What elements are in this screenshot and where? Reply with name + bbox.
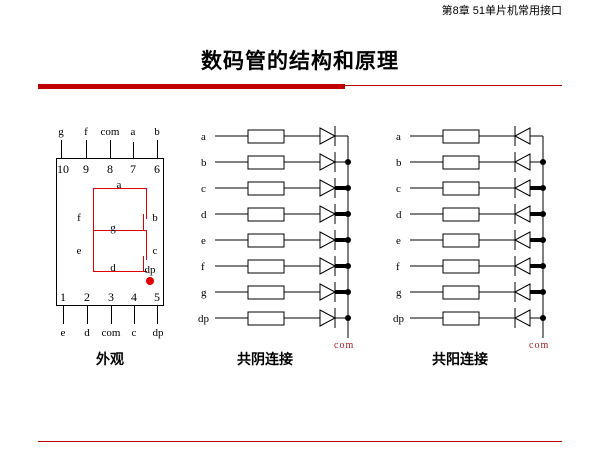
bottom-pin-number-5: 5 (154, 290, 160, 304)
caption-package: 外观 (96, 353, 124, 368)
caption-common-anode: 共阳连接 (432, 353, 488, 368)
bottom-pin-label-d: d (84, 327, 90, 339)
bottom-pin-number-4: 4 (131, 290, 137, 304)
top-pin-lead-6 (157, 140, 158, 158)
segment-d (93, 271, 147, 272)
ca-row-label-g: g (396, 287, 402, 299)
bottom-pin-label-com: com (101, 327, 121, 339)
segment-label-c: c (152, 245, 158, 257)
segment-g (93, 230, 147, 231)
bottom-pin-lead-1 (63, 306, 64, 324)
decimal-point-dot (146, 277, 154, 285)
segment-label-e: e (76, 245, 82, 257)
ca-row-label-c: c (396, 183, 401, 195)
cc-row-label-d: d (201, 209, 207, 221)
top-pin-label-b: b (154, 126, 160, 138)
cc-row-label-dp: dp (198, 313, 209, 325)
segment-label-f: f (77, 212, 81, 224)
cc-row-label-g: g (201, 287, 207, 299)
title-underline-thick (38, 84, 345, 89)
ca-row-label-a: a (396, 131, 401, 143)
top-pin-lead-9 (86, 140, 87, 158)
segment-label-b: b (152, 212, 158, 224)
bottom-pin-lead-4 (134, 306, 135, 324)
top-pin-lead-8 (110, 140, 111, 158)
top-pin-label-g: g (58, 126, 64, 138)
cc-row-label-b: b (201, 157, 207, 169)
package-body (56, 158, 164, 306)
top-pin-number-10: 10 (57, 162, 69, 176)
cc-row-label-e: e (201, 235, 206, 247)
segment-label-g: g (110, 222, 116, 234)
ca-bus-label: com (529, 340, 550, 351)
ca-row-label-b: b (396, 157, 402, 169)
slide-header: 第8章 51单片机常用接口 (441, 5, 562, 17)
segment-b-upper (146, 188, 147, 219)
bottom-pin-number-2: 2 (84, 290, 90, 304)
bottom-pin-label-dp: dp (152, 327, 164, 339)
footer-rule (38, 441, 562, 442)
bottom-pin-number-1: 1 (60, 290, 66, 304)
top-pin-label-a: a (130, 126, 136, 138)
segment-b-lower (143, 214, 144, 230)
caption-common-cathode: 共阴连接 (237, 353, 293, 368)
cc-row-label-f: f (201, 261, 205, 273)
segment-a (93, 188, 147, 189)
segment-c-lower (143, 256, 144, 272)
segment-label-dp: dp (144, 264, 156, 276)
top-pin-lead-10 (61, 140, 62, 158)
top-pin-label-f: f (84, 126, 88, 138)
cc-row-label-a: a (201, 131, 206, 143)
segment-label-d: d (110, 262, 116, 274)
page-title: 数码管的结构和原理 (201, 49, 399, 73)
segment-label-a: a (116, 179, 122, 191)
bottom-pin-label-e: e (60, 327, 66, 339)
ca-row-label-f: f (396, 261, 400, 273)
top-pin-label-com: com (100, 126, 120, 138)
top-pin-number-9: 9 (83, 162, 89, 176)
ca-schematic (410, 126, 546, 338)
cc-row-label-c: c (201, 183, 206, 195)
ca-row-label-dp: dp (393, 313, 404, 325)
segment-f (93, 188, 94, 230)
ca-row-label-e: e (396, 235, 401, 247)
bottom-pin-label-c: c (131, 327, 137, 339)
bottom-pin-lead-5 (157, 306, 158, 324)
top-pin-number-6: 6 (154, 162, 160, 176)
top-pin-number-7: 7 (130, 162, 136, 176)
bottom-pin-lead-3 (111, 306, 112, 324)
bottom-pin-number-3: 3 (108, 290, 114, 304)
cc-bus-label: com (334, 340, 355, 351)
top-pin-number-8: 8 (107, 162, 113, 176)
segment-c-upper (146, 230, 147, 260)
ca-row-label-d: d (396, 209, 402, 221)
top-pin-lead-7 (133, 142, 134, 158)
cc-schematic (215, 126, 351, 338)
segment-e (93, 230, 94, 272)
bottom-pin-lead-2 (87, 306, 88, 324)
